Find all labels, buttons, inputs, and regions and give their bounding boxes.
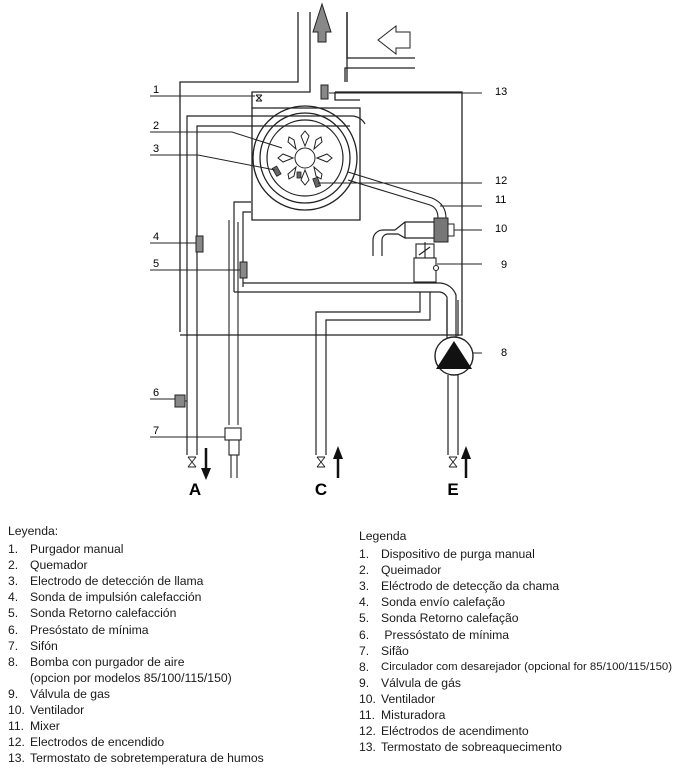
- return-temperature-probe: [239, 261, 248, 279]
- flow-in-arrow-e: [461, 446, 471, 478]
- outlet-valve-e: [448, 456, 458, 468]
- outlet-valve-c: [316, 456, 326, 468]
- legend-list: 1.Dispositivo de purga manual 2.Queimado…: [359, 546, 672, 755]
- legend-item: 13.Termostato de sobreaquecimento: [359, 740, 562, 755]
- legend-item: (opcion por modelos 85/100/115/150): [30, 670, 232, 685]
- legend-spanish: Leyenda: 1.Purgador manual 2.Quemador 3.…: [8, 523, 264, 766]
- legend-item: 7.Sifón: [8, 638, 58, 653]
- boiler-casing: [180, 91, 463, 336]
- gas-valve: [413, 243, 440, 283]
- callout-10: 10: [495, 223, 507, 235]
- flow-temperature-probe: [195, 235, 204, 253]
- manual-air-purger: [255, 94, 263, 102]
- legend-title: Legenda: [359, 529, 407, 543]
- leader-lines: [150, 92, 482, 438]
- legend-item: 6. Pressóstato de mínima: [359, 627, 510, 642]
- mixer-hose: [347, 171, 447, 219]
- callout-5: 5: [153, 258, 159, 270]
- legend-item: 3.Eléctrodo de detecção da chama: [359, 579, 560, 594]
- callout-1: 1: [153, 84, 159, 96]
- legend-item: 10.Ventilador: [8, 703, 85, 718]
- low-pressure-switch: [174, 394, 187, 408]
- callout-2: 2: [153, 120, 159, 132]
- callout-8: 8: [501, 347, 507, 359]
- ignition-electrodes: [296, 171, 322, 188]
- outlet-valve-a: [187, 456, 197, 468]
- condensate-siphon: [224, 220, 242, 478]
- heat-exchanger: [251, 105, 361, 221]
- flow-in-arrow-c: [333, 446, 343, 478]
- legend-item: 5.Sonda Retorno calefação: [359, 611, 519, 626]
- flow-out-arrow-a: [201, 448, 211, 480]
- burner: [266, 119, 344, 197]
- connection-label-a: A: [189, 480, 201, 499]
- legend-item: 12.Electrodos de encendido: [8, 735, 165, 750]
- callout-11: 11: [495, 194, 506, 206]
- legend-item: 9.Válvula de gas: [8, 686, 110, 701]
- legend-item: 12.Eléctrodos de acendimento: [359, 724, 529, 739]
- legend-item: 11.Misturadora: [359, 708, 446, 723]
- mixer: [433, 217, 455, 243]
- legend-item: 9.Válvula de gás: [359, 675, 461, 690]
- flame-detection-electrode: [271, 165, 282, 177]
- legend-item: 2.Quemador: [8, 558, 88, 573]
- legend-item: 3.Electrodo de detección de llama: [8, 574, 204, 589]
- legend-item: 4.Sonda de impulsión calefacción: [8, 590, 202, 605]
- boiler-hydraulic-diagram: A C E 1 2 3 4 5 6 7 8 9 10 11 12 13: [150, 2, 507, 499]
- exhaust-arrow: [312, 2, 332, 43]
- legend-item: 8.Circulador com desarejador (opcional f…: [359, 659, 673, 674]
- connection-label-e: E: [447, 480, 458, 499]
- callout-12: 12: [495, 175, 507, 187]
- callout-4: 4: [153, 231, 159, 243]
- legend-item: 6.Presóstato de mínima: [8, 622, 149, 637]
- flue-thermostat: [320, 84, 329, 100]
- callout-13: 13: [495, 86, 507, 98]
- legend-portuguese: Legenda 1.Dispositivo de purga manual 2.…: [359, 528, 672, 755]
- connection-label-c: C: [315, 480, 327, 499]
- fan: [372, 221, 434, 256]
- legend-item: 11.Mixer: [8, 719, 60, 734]
- legend-item: 1.Purgador manual: [8, 542, 124, 557]
- air-intake-arrow: [377, 24, 411, 56]
- legend-item: 8.Bomba con purgador de aire: [8, 654, 185, 669]
- callout-3: 3: [153, 143, 159, 155]
- heating-flow-pipe: [186, 115, 366, 455]
- callout-6: 6: [153, 387, 159, 399]
- circulation-pump: [434, 300, 474, 455]
- air-intake-duct: [344, 12, 415, 82]
- legend-item: 5.Sonda Retorno calefacción: [8, 606, 177, 621]
- legend-list: 1.Purgador manual 2.Quemador 3.Electrodo…: [8, 541, 264, 766]
- gas-pipe: [315, 292, 431, 455]
- legend-item: 7.Sifão: [359, 643, 409, 658]
- legend-item: 2.Queimador: [359, 563, 442, 578]
- legend-item: 1.Dispositivo de purga manual: [359, 547, 535, 562]
- legend-title: Leyenda:: [8, 524, 59, 538]
- callout-7: 7: [153, 425, 159, 437]
- legend-item: 10.Ventilador: [359, 691, 436, 706]
- legend-item: 4.Sonda envío calefação: [359, 595, 505, 610]
- callout-9: 9: [501, 259, 507, 271]
- legend-item: 13.Termostato de sobretemperatura de hum…: [8, 751, 264, 766]
